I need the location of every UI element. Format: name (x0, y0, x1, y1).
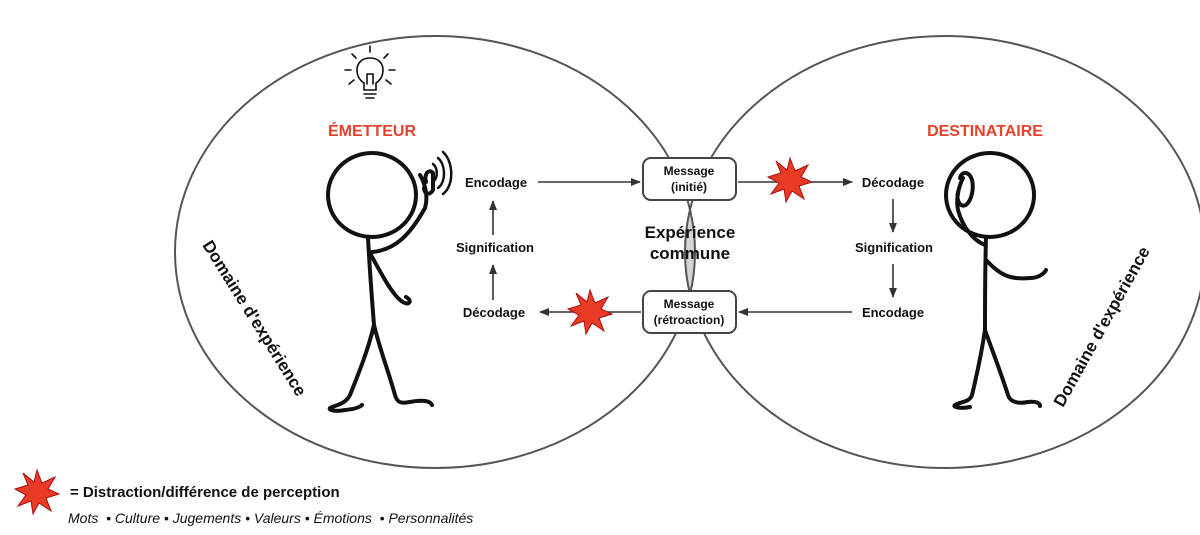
svg-text:Message: Message (664, 164, 715, 178)
receiver-decoding-label: Décodage (862, 175, 924, 190)
legend-factors-text: Mots • Culture • Jugements • Valeurs • É… (68, 510, 473, 526)
distraction-burst-icon (566, 288, 614, 336)
receiver-encoding-label: Encodage (862, 305, 924, 320)
shared-experience-line2: commune (650, 244, 730, 263)
receiver-domain-circle (684, 35, 1200, 469)
sound-waves-icon (431, 150, 453, 196)
shared-experience-line1: Expérience (645, 223, 736, 242)
svg-text:Message: Message (664, 297, 715, 311)
receiver-domain-label: Domaine d'expérience (1050, 243, 1154, 409)
receiver-figure (944, 151, 1048, 410)
emitter-encoding-label: Encodage (465, 175, 527, 190)
distraction-burst-icon (766, 156, 814, 204)
message-initiated-box: Message (initié) (642, 157, 737, 201)
svg-text:(initié): (initié) (671, 180, 707, 194)
emitter-domain-label: Domaine d'expérience (199, 237, 310, 400)
svg-text:(rétroaction): (rétroaction) (654, 313, 725, 327)
emitter-domain-circle (174, 35, 696, 469)
lightbulb-icon (344, 45, 396, 99)
emitter-figure (326, 151, 435, 413)
receiver-meaning-label: Signification (855, 240, 933, 255)
legend-burst-icon (13, 468, 61, 516)
emitter-title: ÉMETTEUR (328, 121, 416, 140)
legend-main-text: = Distraction/différence de perception (70, 484, 340, 501)
message-feedback-box: Message (rétroaction) (642, 290, 737, 334)
receiver-title: DESTINATAIRE (927, 123, 1043, 140)
emitter-decoding-label: Décodage (463, 305, 525, 320)
emitter-meaning-label: Signification (456, 240, 534, 255)
shared-experience-region (685, 36, 695, 468)
